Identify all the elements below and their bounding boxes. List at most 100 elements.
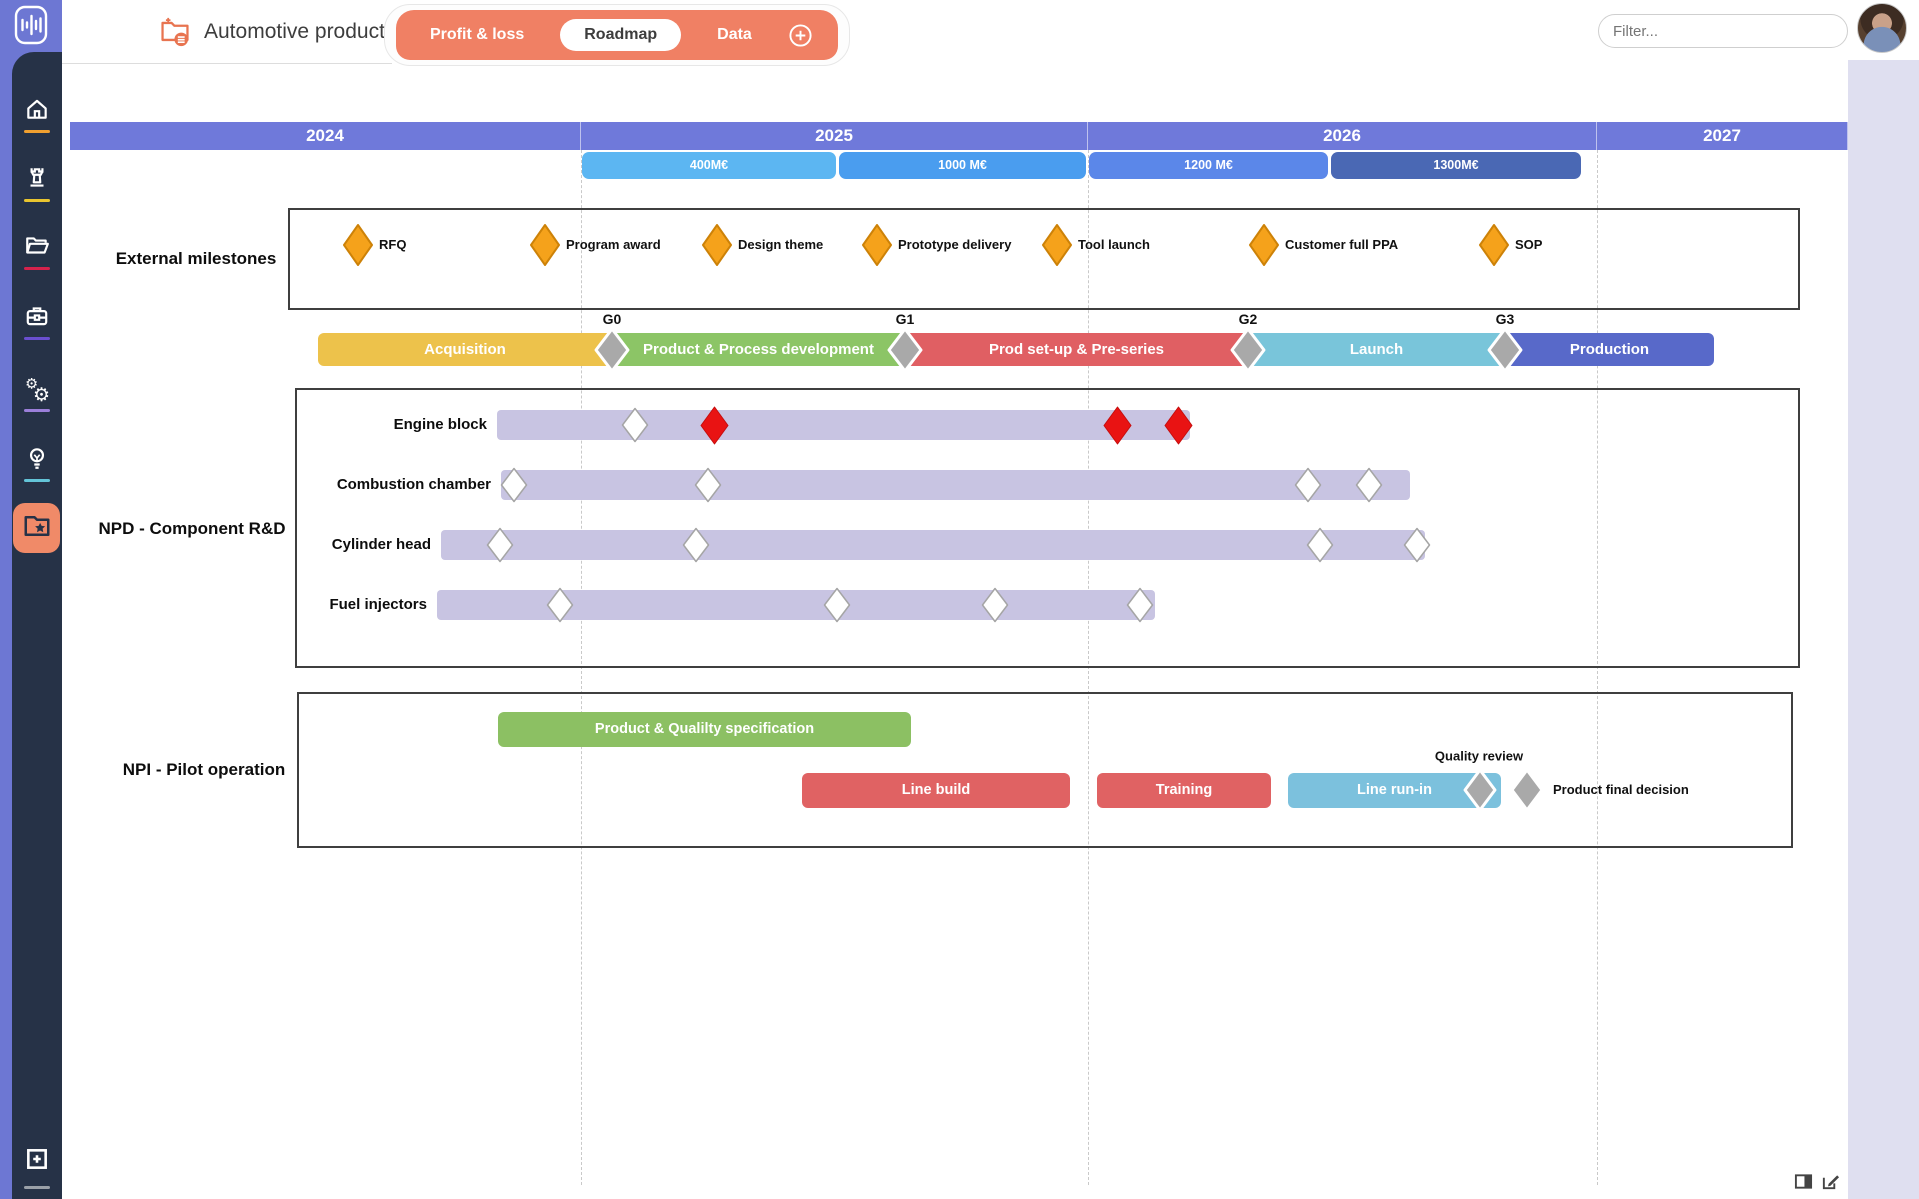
phase-acquisition[interactable]: Acquisition xyxy=(318,333,612,366)
sidebar-item-home[interactable] xyxy=(12,96,62,127)
gate-diamond-g2[interactable] xyxy=(1229,326,1267,374)
row-label-fuel-injectors: Fuel injectors xyxy=(329,596,427,613)
phase-production[interactable]: Production xyxy=(1505,333,1714,366)
section-box-npd-component-r-d xyxy=(295,388,1800,668)
milestone-sop[interactable] xyxy=(1478,223,1510,267)
gate-diamond-g0[interactable] xyxy=(593,326,631,374)
npi-gate-quality-review[interactable] xyxy=(1462,767,1498,813)
red-diamond-engine-block[interactable] xyxy=(1164,406,1193,445)
project-folder-icon xyxy=(158,15,192,54)
gate-diamond-g1[interactable] xyxy=(886,326,924,374)
milestone-program-award[interactable] xyxy=(529,223,561,267)
phase-product-process-development[interactable]: Product & Process development xyxy=(612,333,905,366)
milestone-rfq[interactable] xyxy=(342,223,374,267)
gate-label-g1: G1 xyxy=(895,311,915,327)
white-diamond-combustion-chamber[interactable] xyxy=(1355,467,1383,503)
sidebar-underline xyxy=(24,199,50,202)
section-label-npi-pilot-operation: NPI - Pilot operation xyxy=(122,760,286,779)
user-avatar[interactable] xyxy=(1857,3,1907,53)
milestone-prototype-delivery[interactable] xyxy=(861,223,893,267)
year-header-2024: 2024 xyxy=(70,122,581,150)
milestone-label-tool-launch: Tool launch xyxy=(1078,237,1150,252)
edit-icon[interactable] xyxy=(1821,1172,1840,1196)
bar-cylinder-head[interactable] xyxy=(441,530,1425,560)
white-diamond-combustion-chamber[interactable] xyxy=(1294,467,1322,503)
open-folder-icon xyxy=(24,233,50,264)
section-box-npi-pilot-operation xyxy=(297,692,1793,848)
white-diamond-engine-block[interactable] xyxy=(621,407,649,443)
gate-diamond-g3[interactable] xyxy=(1486,326,1524,374)
red-diamond-engine-block[interactable] xyxy=(1103,406,1132,445)
npi-gate-label-quality-review: Quality review xyxy=(1434,748,1524,764)
row-label-cylinder-head: Cylinder head xyxy=(331,536,431,553)
home-icon xyxy=(24,96,50,127)
white-diamond-cylinder-head[interactable] xyxy=(486,527,514,563)
white-diamond-cylinder-head[interactable] xyxy=(1403,527,1431,563)
chess-rook-icon xyxy=(24,165,50,196)
top-navbar: Automotive product Profit & loss Roadmap D… xyxy=(62,0,1919,66)
sidebar-underline xyxy=(24,130,50,133)
sidebar-item-add[interactable] xyxy=(12,1146,62,1177)
budget-segment-1200-m[interactable]: 1200 M€ xyxy=(1089,152,1328,179)
page-title: Automotive product xyxy=(204,20,385,43)
year-header-2027: 2027 xyxy=(1597,122,1848,150)
gate-label-g0: G0 xyxy=(602,311,622,327)
npi-gate-product-final-decision[interactable] xyxy=(1509,767,1545,813)
section-label-npd-component-r-d: NPD - Component R&D xyxy=(98,519,286,538)
sidebar-underline xyxy=(24,267,50,270)
row-label-engine-block: Engine block xyxy=(393,416,487,433)
milestone-customer-full-ppa[interactable] xyxy=(1248,223,1280,267)
phase-prod-set-up-pre-series[interactable]: Prod set-up & Pre-series xyxy=(905,333,1248,366)
budget-segment-1300m[interactable]: 1300M€ xyxy=(1331,152,1581,179)
npi-gate-label-product-final-decision: Product final decision xyxy=(1553,782,1689,797)
white-diamond-fuel-injectors[interactable] xyxy=(1126,587,1154,623)
sidebar-item-active-project[interactable] xyxy=(13,503,60,553)
white-diamond-cylinder-head[interactable] xyxy=(682,527,710,563)
add-square-icon xyxy=(24,1146,50,1177)
svg-text:⚙: ⚙ xyxy=(25,377,38,393)
navbar-divider xyxy=(62,63,392,64)
app-logo[interactable] xyxy=(0,0,62,54)
white-diamond-combustion-chamber[interactable] xyxy=(694,467,722,503)
sidebar-underline xyxy=(24,409,50,412)
left-sidebar-panel xyxy=(12,52,62,1199)
budget-segment-1000-m[interactable]: 1000 M€ xyxy=(839,152,1086,179)
white-diamond-combustion-chamber[interactable] xyxy=(500,467,528,503)
gears-icon: ⚙⚙ xyxy=(24,375,51,407)
add-view-button[interactable] xyxy=(788,23,813,48)
sidebar-item-briefcase[interactable] xyxy=(12,303,62,334)
sidebar-underline xyxy=(24,1186,50,1189)
npi-bar-training[interactable]: Training xyxy=(1097,772,1271,808)
bar-engine-block[interactable] xyxy=(497,410,1190,440)
white-diamond-cylinder-head[interactable] xyxy=(1306,527,1334,563)
sidebar-item-gears[interactable]: ⚙⚙ xyxy=(12,375,62,407)
npi-bar-product-qualilty-specification[interactable]: Product & Qualilty specification xyxy=(498,711,911,747)
npi-bar-line-build[interactable]: Line build xyxy=(802,772,1070,808)
left-sidebar: ⚙⚙ xyxy=(0,0,62,1199)
tab-data[interactable]: Data xyxy=(717,26,752,43)
phase-launch[interactable]: Launch xyxy=(1248,333,1505,366)
bar-fuel-injectors[interactable] xyxy=(437,590,1155,620)
milestone-tool-launch[interactable] xyxy=(1041,223,1073,267)
sidebar-item-chess-rook[interactable] xyxy=(12,165,62,196)
tab-profit-loss[interactable]: Profit & loss xyxy=(430,26,525,43)
white-diamond-fuel-injectors[interactable] xyxy=(823,587,851,623)
milestone-design-theme[interactable] xyxy=(701,223,733,267)
gate-label-g3: G3 xyxy=(1495,311,1515,327)
filter-input[interactable] xyxy=(1598,14,1848,48)
briefcase-icon xyxy=(24,303,50,334)
white-diamond-fuel-injectors[interactable] xyxy=(981,587,1009,623)
budget-segment-400m[interactable]: 400M€ xyxy=(582,152,836,179)
tab-strip: Profit & loss Roadmap Data xyxy=(396,10,838,60)
milestone-label-program-award: Program award xyxy=(566,237,661,252)
white-diamond-fuel-injectors[interactable] xyxy=(546,587,574,623)
red-diamond-engine-block[interactable] xyxy=(700,406,729,445)
milestone-label-rfq: RFQ xyxy=(379,237,407,252)
bar-combustion-chamber[interactable] xyxy=(501,470,1410,500)
layout-icon[interactable] xyxy=(1794,1172,1813,1196)
milestone-label-prototype-delivery: Prototype delivery xyxy=(898,237,1012,252)
sidebar-item-lightbulb[interactable] xyxy=(12,445,62,476)
sidebar-item-open-folder[interactable] xyxy=(12,233,62,264)
tab-roadmap[interactable]: Roadmap xyxy=(560,19,682,51)
